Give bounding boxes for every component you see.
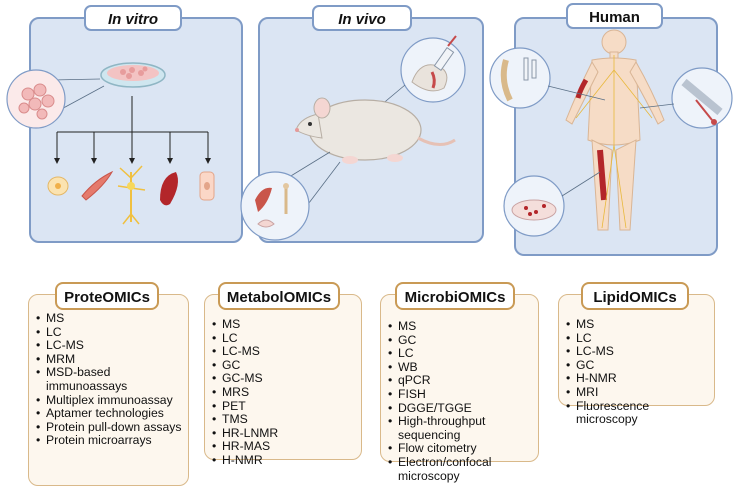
list-item: H-NMR (212, 453, 332, 468)
list-item: LC-MS (212, 345, 332, 359)
list-item: Fluorescence microscopy (566, 399, 710, 427)
list-item: WB (388, 360, 534, 375)
list-item: LC (388, 347, 534, 361)
list-item: LC (212, 331, 332, 346)
list-item: HR-LNMR (212, 426, 332, 441)
list-item: MS (388, 319, 534, 334)
list-item: LC (36, 325, 184, 340)
muscle-biopsy-icon (503, 175, 565, 237)
mouse-organs-icon (240, 171, 310, 241)
list-item: TMS (212, 413, 332, 427)
mouse-icon (295, 97, 456, 164)
list-item: High-throughput sequencing (388, 414, 534, 442)
blood-draw-icon (671, 67, 733, 129)
lipidomics-list: MS LC LC-MS GC H-NMR MRI Fluorescence mi… (566, 317, 710, 427)
list-item: FISH (388, 387, 534, 402)
proteomics-list: MS LC LC-MS MRM MSD-based immunoassays M… (36, 311, 184, 448)
in-vitro-panel (29, 17, 243, 243)
list-item: qPCR (388, 374, 534, 388)
lipidomics-title: LipidOMICs (581, 282, 689, 310)
metabolomics-title: MetabolOMICs (218, 282, 340, 310)
list-item: DGGE/TGGE (388, 401, 534, 416)
list-item: MSD-based immunoassays (36, 366, 184, 393)
list-item: MS (36, 311, 184, 326)
list-item: H-NMR (566, 372, 710, 386)
list-item: Multiplex immunoassay (36, 393, 184, 408)
metabolomics-list: MS LC LC-MS GC GC-MS MRS PET TMS HR-LNMR… (212, 317, 332, 468)
human-title: Human (566, 3, 663, 29)
list-item: GC (388, 333, 534, 348)
list-item: MRS (212, 385, 332, 400)
cell-types-icon (47, 165, 215, 225)
list-item: Electron/confocal microscopy (388, 455, 534, 483)
branch-arrows (56, 96, 209, 160)
cell-cluster-icon (6, 69, 66, 129)
list-item: Aptamer technologies (36, 407, 184, 421)
list-item: GC (566, 358, 710, 373)
syringe-icon (400, 35, 466, 103)
microbiomics-list: MS GC LC WB qPCR FISH DGGE/TGGE High-thr… (388, 319, 534, 483)
list-item: LC-MS (36, 339, 184, 353)
microbiomics-title: MicrobiOMICs (395, 282, 515, 310)
human-body-icon (565, 29, 665, 231)
list-item: Flow citometry (388, 442, 534, 456)
list-item: HR-MAS (212, 440, 332, 454)
in-vivo-title: In vivo (312, 5, 412, 31)
spine-icon (489, 47, 551, 109)
list-item: MRM (36, 352, 184, 367)
list-item: PET (212, 399, 332, 414)
list-item: GC-MS (212, 372, 332, 386)
list-item: MS (212, 317, 332, 332)
in-vitro-title: In vitro (84, 5, 182, 31)
proteomics-title: ProteOMICs (55, 282, 159, 310)
petri-dish-icon (100, 62, 166, 88)
list-item: LC-MS (566, 345, 710, 359)
list-item: Protein microarrays (36, 434, 184, 448)
list-item: Protein pull-down assays (36, 420, 184, 435)
list-item: MS (566, 317, 710, 332)
list-item: LC (566, 331, 710, 346)
list-item: GC (212, 358, 332, 373)
list-item: MRI (566, 385, 710, 400)
